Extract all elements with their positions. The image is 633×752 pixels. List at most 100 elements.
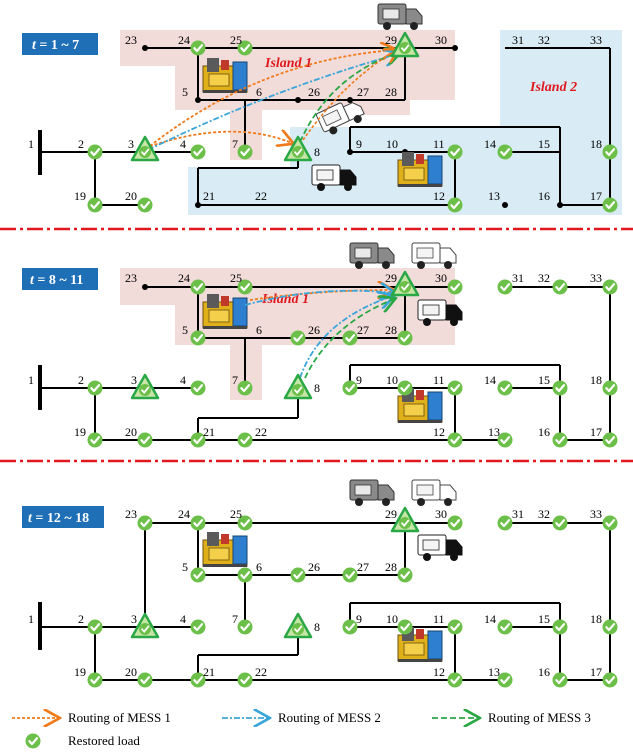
svg-text:t = 8 ~ 11: t = 8 ~ 11 [30,273,83,288]
svg-text:31: 31 [512,507,524,521]
svg-text:4: 4 [180,612,186,626]
svg-text:23: 23 [125,33,137,47]
svg-text:13: 13 [488,425,500,439]
svg-text:27: 27 [357,560,369,574]
svg-text:18: 18 [590,373,602,387]
time-prefix: t [30,273,35,288]
svg-text:1: 1 [28,373,34,387]
triangle-marker-icon [130,135,160,162]
svg-text:1: 1 [28,137,34,151]
svg-text:14: 14 [484,137,496,151]
bus-labels: 1 2 3 4 5 6 7 8 9 10 11 12 13 14 15 16 1… [28,507,602,679]
legend-restored-label: Restored load [68,733,140,748]
svg-text:t = 12 ~ 18: t = 12 ~ 18 [28,511,89,526]
svg-text:10: 10 [386,137,398,151]
legend-mess1-label: Routing of MESS 1 [68,710,171,725]
svg-text:19: 19 [74,665,86,679]
mess1-route [149,50,395,147]
svg-text:30: 30 [435,507,447,521]
svg-text:25: 25 [230,271,242,285]
time-range: = 8 ~ 11 [34,273,84,288]
svg-text:23: 23 [125,507,137,521]
svg-text:20: 20 [125,189,137,203]
svg-text:16: 16 [538,425,550,439]
svg-text:17: 17 [590,425,602,439]
svg-text:32: 32 [538,507,550,521]
panel-2: t = 8 ~ 11 Island 1 [22,242,619,449]
svg-text:20: 20 [125,665,137,679]
svg-text:13: 13 [488,665,500,679]
svg-text:6: 6 [256,323,262,337]
svg-text:26: 26 [308,560,320,574]
svg-text:17: 17 [590,189,602,203]
svg-text:21: 21 [203,425,215,439]
mess1-route [302,50,397,141]
svg-text:17: 17 [590,665,602,679]
time-box [22,506,104,528]
svg-text:4: 4 [180,373,186,387]
svg-text:2: 2 [78,612,84,626]
truck-icon [349,242,395,270]
legend-mess2-label: Routing of MESS 2 [278,710,381,725]
svg-text:2: 2 [78,373,84,387]
svg-text:15: 15 [538,612,550,626]
generator-icon [202,293,248,330]
svg-text:3: 3 [131,612,137,626]
time-prefix: t [28,511,33,526]
svg-text:10: 10 [386,373,398,387]
check-icon [24,732,42,750]
feeder-lines [38,522,611,681]
svg-text:7: 7 [232,373,238,387]
svg-text:6: 6 [256,85,262,99]
svg-text:1: 1 [28,612,34,626]
triangle-marker-icon [283,612,313,639]
svg-text:5: 5 [182,85,188,99]
svg-text:12: 12 [433,425,445,439]
svg-text:22: 22 [255,665,267,679]
svg-text:33: 33 [590,33,602,47]
svg-text:28: 28 [385,323,397,337]
svg-text:11: 11 [433,137,445,151]
svg-text:16: 16 [538,665,550,679]
time-range: = 1 ~ 7 [36,38,79,53]
svg-text:10: 10 [386,612,398,626]
svg-text:30: 30 [435,271,447,285]
svg-text:19: 19 [74,425,86,439]
bus-labels: 1 2 3 4 5 6 7 8 9 10 11 12 13 14 15 16 1… [28,33,602,203]
svg-text:t = 1 ~ 7: t = 1 ~ 7 [32,38,79,53]
legend-mess3-label: Routing of MESS 3 [488,710,591,725]
svg-text:4: 4 [180,137,186,151]
svg-text:18: 18 [590,137,602,151]
svg-text:9: 9 [356,137,362,151]
generator-icon [202,57,248,94]
svg-text:14: 14 [484,373,496,387]
time-box [22,268,98,290]
svg-text:28: 28 [385,85,397,99]
svg-text:9: 9 [356,612,362,626]
svg-text:18: 18 [590,612,602,626]
svg-text:19: 19 [74,189,86,203]
mess1-route [144,132,292,149]
island-label: Island 1 [264,56,312,71]
triangle-marker-icon [283,373,313,400]
restored-loads [86,514,619,689]
truck-icon [411,242,457,270]
svg-text:20: 20 [125,425,137,439]
svg-text:7: 7 [232,137,238,151]
svg-text:16: 16 [538,189,550,203]
svg-text:29: 29 [385,507,397,521]
panel-3: t = 12 ~ 18 [22,479,619,689]
svg-text:22: 22 [255,425,267,439]
mess2-route [147,54,398,151]
svg-text:21: 21 [203,665,215,679]
truck-icon [377,3,423,31]
svg-text:30: 30 [435,33,447,47]
time-box [22,33,98,55]
svg-text:6: 6 [256,560,262,574]
svg-text:33: 33 [590,271,602,285]
svg-text:21: 21 [203,189,215,203]
svg-text:12: 12 [433,665,445,679]
bus-labels: 1 2 3 4 5 6 7 8 9 10 11 12 13 14 15 16 1… [28,271,602,439]
svg-text:26: 26 [308,323,320,337]
